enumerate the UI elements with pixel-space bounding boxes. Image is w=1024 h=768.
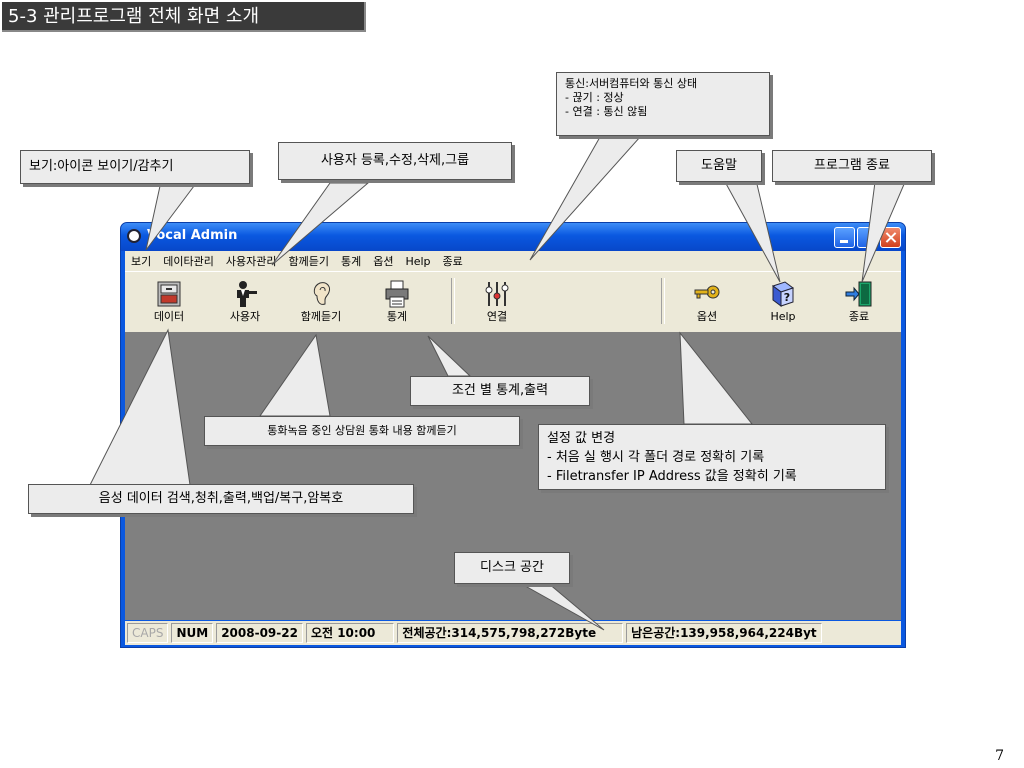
callout-options-line: - 처음 실 행시 각 폴더 경로 정확히 기록 bbox=[547, 450, 765, 465]
key-icon bbox=[694, 285, 720, 299]
data-button-label: 데이터 bbox=[153, 310, 185, 323]
exit-button[interactable]: 종료 bbox=[823, 276, 895, 326]
options-button-label: 옵션 bbox=[696, 310, 718, 323]
status-total-space: 전체공간:314,575,798,272Byte bbox=[397, 623, 624, 643]
pointer-stats bbox=[427, 335, 472, 377]
pointer-view bbox=[145, 185, 195, 251]
status-date: 2008-09-22 bbox=[216, 623, 303, 643]
pointer-connection bbox=[529, 136, 642, 261]
user-button[interactable]: 사용자 bbox=[209, 276, 281, 326]
help-button-label: Help bbox=[770, 310, 796, 323]
menu-bar: 보기 데이타관리 사용자관리 함께듣기 통계 옵션 Help 종료 bbox=[125, 251, 901, 271]
window-title: Vocal Admin bbox=[147, 228, 238, 243]
connection-icon bbox=[485, 282, 509, 306]
minimize-icon[interactable] bbox=[834, 227, 855, 248]
stats-button[interactable]: 통계 bbox=[361, 276, 433, 326]
user-button-label: 사용자 bbox=[229, 310, 261, 323]
slide-title: 5-3 관리프로그램 전체 화면 소개 bbox=[2, 2, 366, 32]
data-button[interactable]: 데이터 bbox=[133, 276, 205, 326]
menu-help[interactable]: Help bbox=[405, 254, 431, 268]
callout-disk: 디스크 공간 bbox=[454, 552, 570, 584]
page-number: 7 bbox=[995, 748, 1004, 764]
connect-button-label: 연결 bbox=[486, 310, 508, 323]
callout-data: 음성 데이터 검색,청취,출력,백업/복구,암복호 bbox=[28, 484, 414, 514]
pointer-user-mgmt bbox=[271, 182, 370, 266]
callout-connection-line: - 연결 : 통신 않됨 bbox=[565, 105, 648, 118]
status-time: 오전 10:00 bbox=[305, 623, 395, 643]
listen-button-label: 함께듣기 bbox=[300, 310, 342, 323]
pointer-help bbox=[723, 179, 781, 283]
printer-icon bbox=[385, 280, 409, 308]
callout-connection: 통신:서버컴퓨터와 통신 상태 - 끊기 : 정상 - 연결 : 통신 않됨 bbox=[556, 72, 770, 136]
status-bar: CAPS NUM 2008-09-22 오전 10:00 전체공간:314,57… bbox=[125, 621, 901, 645]
help-button[interactable]: ? Help bbox=[747, 276, 819, 326]
toolbar: 데이터 사용자 함께듣기 bbox=[125, 271, 901, 333]
status-free-space: 남은공간:139,958,964,224Byt bbox=[626, 623, 822, 643]
pointer-exit bbox=[861, 181, 906, 283]
exit-button-label: 종료 bbox=[848, 310, 870, 323]
pointer-listen bbox=[259, 333, 331, 417]
callout-stats: 조건 별 통계,출력 bbox=[410, 376, 590, 406]
ear-icon bbox=[313, 282, 330, 305]
stats-button-label: 통계 bbox=[386, 310, 408, 323]
callout-connection-line: - 끊기 : 정상 bbox=[565, 91, 624, 104]
menu-view[interactable]: 보기 bbox=[131, 255, 152, 268]
pointer-options bbox=[679, 331, 754, 425]
help-book-icon: ? bbox=[771, 281, 795, 307]
callout-exit: 프로그램 종료 bbox=[772, 150, 932, 182]
options-button[interactable]: 옵션 bbox=[671, 276, 743, 326]
menu-listen[interactable]: 함께듣기 bbox=[288, 255, 329, 268]
callout-options-line: - Filetransfer IP Address 값을 정확히 기록 bbox=[547, 469, 797, 484]
pointer-data bbox=[89, 328, 191, 486]
callout-view: 보기:아이콘 보이기/감추기 bbox=[20, 150, 250, 184]
toolbar-separator bbox=[661, 278, 665, 324]
callout-options: 설정 값 변경 - 처음 실 행시 각 폴더 경로 정확히 기록 - Filet… bbox=[538, 424, 886, 490]
svg-text:?: ? bbox=[784, 291, 790, 304]
callout-options-line: 설정 값 변경 bbox=[547, 431, 616, 446]
status-num: NUM bbox=[171, 623, 214, 643]
menu-stats[interactable]: 통계 bbox=[340, 255, 362, 268]
status-caps: CAPS bbox=[127, 623, 169, 643]
user-icon bbox=[237, 281, 257, 307]
connect-button[interactable]: 연결 bbox=[461, 276, 533, 326]
pointer-disk bbox=[518, 582, 605, 631]
menu-options[interactable]: 옵션 bbox=[373, 255, 394, 268]
menu-exit[interactable]: 종료 bbox=[442, 255, 463, 268]
app-icon[interactable] bbox=[127, 229, 141, 243]
callout-user-management: 사용자 등록,수정,삭제,그룹 bbox=[278, 142, 512, 180]
menu-user-management[interactable]: 사용자관리 bbox=[225, 255, 277, 268]
toolbar-separator bbox=[451, 278, 455, 324]
exit-door-icon bbox=[845, 281, 872, 307]
callout-help: 도움말 bbox=[676, 150, 762, 182]
file-cabinet-icon bbox=[157, 281, 181, 307]
menu-data-management[interactable]: 데이타관리 bbox=[163, 255, 214, 268]
callout-connection-line: 통신:서버컴퓨터와 통신 상태 bbox=[565, 77, 698, 90]
callout-listen: 통화녹음 중인 상담원 통화 내용 함께듣기 bbox=[204, 416, 520, 446]
listen-button[interactable]: 함께듣기 bbox=[285, 276, 357, 326]
